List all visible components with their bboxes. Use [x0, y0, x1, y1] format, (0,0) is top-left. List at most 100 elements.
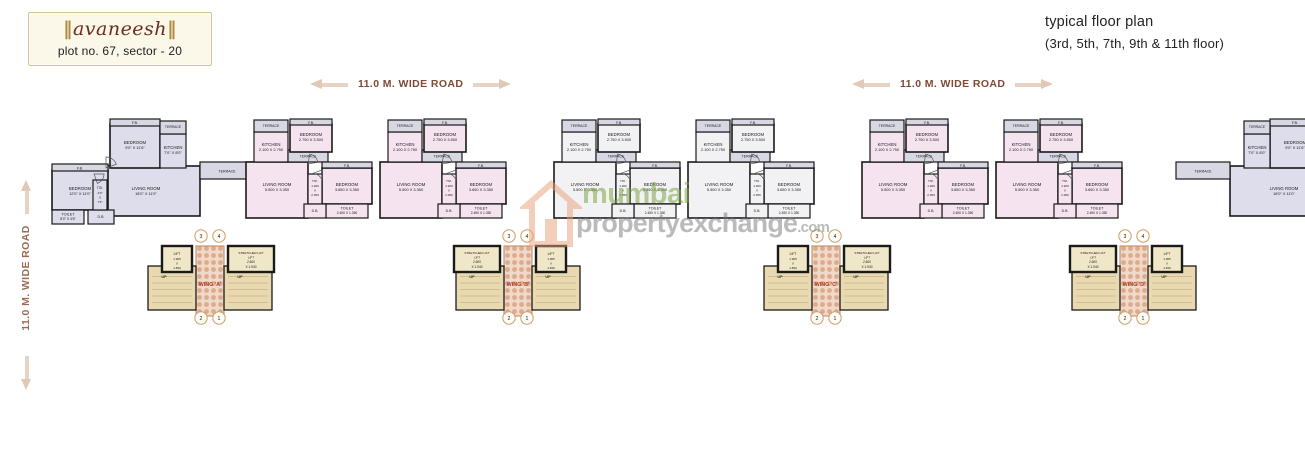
toi-h: 2.350 — [311, 193, 319, 197]
bedroom-b: BEDROOM — [1086, 182, 1109, 187]
living-fill — [92, 166, 200, 216]
kitchen: KITCHEN — [164, 145, 183, 150]
kitchen-dims: 2.100 X 2.750 — [567, 147, 592, 152]
french-balcony — [455, 161, 507, 169]
wing-label: WING 'A' — [199, 282, 222, 288]
door-swing-icon — [1057, 153, 1069, 165]
fb-fill — [424, 119, 466, 125]
stretcher-lift-word: LIFT — [474, 256, 480, 260]
kitchen-fill — [870, 132, 904, 162]
toilet-dims: 2.450 X 1.350 — [337, 211, 358, 215]
fb-fill — [732, 119, 774, 125]
fb-label: F.B. — [1094, 164, 1100, 168]
fb-fill — [1040, 119, 1082, 125]
toi-name: TOI. — [312, 179, 318, 183]
toi-x: X — [756, 189, 758, 193]
living-room: LIVING ROOM — [1270, 186, 1299, 191]
flat-marker-number: 1 — [218, 316, 221, 322]
terrace-fill — [870, 120, 904, 132]
toi-h: 2.350 — [619, 193, 627, 197]
stair-up-label: UP — [237, 275, 243, 279]
fb-fill — [630, 162, 680, 168]
bedroom-fill — [598, 124, 640, 152]
stair-up-label: UP — [469, 275, 475, 279]
road-label-left: 11.0 M. WIDE ROAD — [8, 180, 42, 390]
project-logo-box: ‖avaneesh‖ plot no. 67, sector - 20 — [28, 12, 212, 66]
fb-label: F.B. — [308, 121, 314, 125]
toi-name: TOI. — [1062, 179, 1068, 183]
living-room-dims: 5.500 X 3.350 — [573, 187, 598, 192]
living-room-dims: 5.500 X 3.350 — [707, 187, 732, 192]
living-room-dims: 5.500 X 3.350 — [881, 187, 906, 192]
stretcher-w: 2.600 — [863, 260, 871, 264]
db-fill — [304, 204, 326, 218]
terrace-fill — [160, 121, 186, 134]
arrow-left-icon — [310, 78, 348, 90]
lift-label: LIFT — [174, 252, 181, 256]
terrace-fill — [1004, 120, 1038, 132]
arrow-right-icon — [1015, 78, 1054, 90]
toi-name: TOI. — [446, 179, 452, 183]
terrace-label: TERRACE — [1194, 170, 1212, 174]
terrace-label: TERRACE — [165, 125, 182, 129]
toilet-fill — [52, 210, 84, 224]
flat-marker-number: 4 — [834, 234, 837, 240]
toi-h: 2.350 — [1061, 193, 1069, 197]
terrace-label: TERRACE — [742, 155, 759, 159]
stair-up-label: UP — [777, 275, 783, 279]
fb-label: F.B. — [652, 164, 658, 168]
fb-fill — [1072, 162, 1122, 168]
door-swing-icon — [1062, 169, 1073, 181]
bedroom-fill — [424, 124, 466, 152]
db-label: D.B. — [312, 209, 319, 213]
fb-fill — [456, 162, 506, 168]
flat-marker-number: 2 — [508, 316, 511, 322]
bedroom-a-dims: 2.750 X 3.500 — [915, 137, 940, 142]
arrow-down-icon — [21, 356, 32, 390]
lift-shaft — [503, 245, 533, 317]
lift-h: 1.840 — [1163, 266, 1171, 270]
kitchen: KITCHEN — [396, 142, 415, 147]
door-swing-icon — [441, 153, 453, 165]
arrow-right-icon — [473, 78, 512, 90]
door-swing-icon — [93, 173, 105, 184]
terrace — [1175, 161, 1231, 180]
toilet — [51, 209, 85, 225]
terrace-fill — [254, 120, 288, 132]
flat-marker-circle — [828, 311, 842, 325]
bedroom-a: BEDROOM — [742, 132, 765, 137]
toi-w: 1.200 — [445, 184, 453, 188]
lift-label: LIFT — [548, 252, 555, 256]
stretcher-lift-cabin — [226, 244, 276, 274]
door-swing-icon — [754, 169, 765, 181]
toi-h: 2.350 — [927, 193, 935, 197]
stair-up-label: UP — [545, 275, 551, 279]
bedroom-b: BEDROOM — [336, 182, 359, 187]
toi-x: X — [930, 189, 932, 193]
lift-cabin — [776, 244, 810, 274]
logo-bar-right: ‖ — [167, 18, 178, 40]
toi-fill — [750, 174, 764, 204]
living-fill — [246, 162, 308, 218]
terrace-label: TERRACE — [705, 124, 722, 128]
bedroom-b: BEDROOM — [778, 182, 801, 187]
bedroom-a: BEDROOM — [434, 132, 457, 137]
terrace-label: TERRACE — [218, 170, 236, 174]
door-swing-icon — [105, 156, 117, 169]
arrow-left-icon — [852, 78, 890, 90]
terrace-label: TERRACE — [1050, 155, 1067, 159]
bedroom-b-dims: 3.650 X 3.350 — [335, 187, 360, 192]
stretcher-lift-word: LIFT — [1090, 256, 1096, 260]
flat-marker-circle — [1118, 229, 1132, 243]
stretcher-label: STRETCHER LIFT — [464, 251, 490, 255]
db-fill — [1054, 204, 1076, 218]
flat-marker-circle — [810, 229, 824, 243]
bedroom-fill — [938, 168, 988, 204]
toilet-dims: 2.450 X 1.350 — [779, 211, 800, 215]
terrace-fill — [388, 120, 422, 132]
toilet-fill — [942, 204, 984, 218]
toi-h: 2.350 — [445, 193, 453, 197]
terrace-label: TERRACE — [263, 124, 280, 128]
living-room-dims: 5.500 X 3.350 — [265, 187, 290, 192]
flat-marker-number: 2 — [200, 316, 203, 322]
